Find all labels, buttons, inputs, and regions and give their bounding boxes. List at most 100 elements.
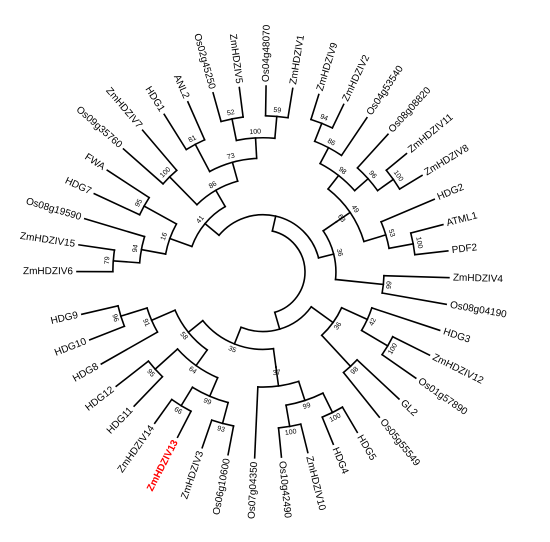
branch-os06g10600	[227, 425, 235, 456]
branch-zmhdziv7	[141, 129, 178, 172]
branch-os02g45250	[212, 91, 223, 123]
bootstrap-b2b2x: 96	[110, 313, 119, 323]
branch-a1b1	[168, 175, 199, 206]
branch-os08g19590	[83, 217, 146, 238]
branch-hdg8	[100, 330, 159, 366]
bootstrap-a1b2: 73	[226, 152, 235, 161]
bootstrap-b1b: 98	[350, 366, 361, 376]
branch-b1b	[320, 334, 352, 368]
branch-a1b2b	[254, 137, 258, 160]
branch-b2b1a	[208, 376, 219, 398]
bootstrap-b2b1a2: 66	[173, 406, 183, 416]
bootstrap-a2a1a2: 96	[367, 170, 377, 181]
branch-a	[271, 215, 277, 233]
branch-a2a1b	[362, 233, 387, 243]
leaf-label-zmhdziv7: ZmHDZIV7	[103, 86, 144, 132]
branch-anl2	[186, 100, 206, 141]
leaf-label-os10g42490: Os10g42490	[276, 461, 293, 520]
clade-arc-a2a1a	[319, 162, 356, 192]
leaf-label-hdg3: HDG3	[442, 326, 472, 345]
bootstrap-b1: 36	[333, 321, 343, 331]
bootstrap-a2a1bx: 100	[414, 236, 423, 249]
branch-os08g04190	[381, 292, 448, 306]
leaf-label-os02g45250: Os02g45250	[191, 32, 217, 91]
bootstrap-b2b1: 64	[187, 366, 197, 376]
branch-a2a1a	[326, 174, 340, 191]
clade-arc-root	[271, 230, 306, 314]
clade-arc-a1b	[195, 180, 239, 206]
branch-hdg7	[93, 192, 141, 216]
bootstrap-a2a1b: 53	[387, 229, 396, 239]
branch-b2a	[272, 347, 277, 368]
branch-hdg10	[88, 325, 126, 341]
bootstrap-a2a1a: 98	[337, 166, 348, 176]
branch-os08g08820	[356, 133, 390, 170]
leaf-label-zmhdziv4: ZmHDZIV4	[453, 272, 504, 285]
branch-a1	[203, 222, 221, 237]
leaf-label-zmhdziv9: ZmHDZIV9	[315, 41, 341, 92]
clade-arc-a1b2	[208, 157, 258, 173]
leaf-label-os07g04350: Os07g04350	[247, 461, 261, 519]
branch-hdg9	[80, 304, 119, 316]
bootstrap-a2a1: 49	[350, 204, 360, 214]
branch-a2a	[322, 220, 338, 232]
branch-b2b1a1	[221, 401, 230, 425]
branch-zmhdziv10	[299, 423, 309, 454]
leaf-label-hdg12: HDG12	[83, 384, 116, 413]
branch-b2b	[187, 319, 204, 334]
clade-arc-b2a1	[257, 380, 300, 388]
branch-os09g35760	[122, 147, 165, 185]
leaf-label-os08g19590: Os08g19590	[24, 196, 82, 223]
branch-zmhdziv1	[287, 87, 294, 119]
branch-zmhdziv12	[391, 335, 431, 357]
branch-zmhdziv2	[331, 103, 345, 130]
branch-zmhdziv5	[238, 86, 245, 118]
branch-hdg12	[115, 360, 150, 388]
branch-a2a1a1	[319, 146, 330, 165]
branch-a1a1	[140, 248, 167, 255]
bootstrap-a2a1a1: 86	[326, 138, 336, 148]
branch-a2a1a2x	[376, 178, 395, 192]
leaf-label-hdg4: HDG4	[330, 446, 351, 476]
branch-zmhdziv14	[153, 398, 173, 425]
leaf-label-hdg9: HDG9	[50, 310, 80, 327]
branch-a2a1	[335, 211, 352, 223]
branch-a1b	[214, 189, 227, 208]
branch-b2	[233, 326, 243, 345]
clade-arc-a2	[322, 229, 337, 281]
bootstrap-a1b2b: 100	[249, 128, 261, 136]
bootstrap-b2a1a2: 100	[284, 428, 297, 437]
branch-hdg5	[341, 406, 359, 434]
branch-zmhdziv9	[309, 93, 320, 121]
branch-pdf2	[413, 250, 449, 256]
bootstrap-a1a1: 94	[132, 244, 140, 253]
branch-atml1	[409, 223, 444, 235]
branch-os01g57890	[380, 353, 417, 380]
clade-arc-a2a1	[326, 187, 365, 243]
clade-arc-a1b2b	[235, 136, 276, 142]
leaf-label-zmhdziv10: ZmHDZIV10	[303, 455, 327, 512]
branch-a2a1a2	[353, 177, 370, 192]
bootstrap-a1b2b2: 59	[273, 107, 281, 115]
bootstrap-a1b: 86	[208, 180, 218, 190]
leaf-label-fwa: FWA	[83, 152, 108, 173]
bootstrap-b2b1a: 99	[202, 397, 212, 407]
branch-b1a	[340, 306, 369, 321]
leaf-label-hdg2: HDG2	[436, 182, 466, 203]
branch-os07g04350	[253, 386, 259, 459]
leaf-label-os08g08820: Os08g08820	[387, 85, 434, 135]
bootstrap-b2b1b: 95	[145, 368, 155, 379]
leaf-label-hdg1: HDG1	[143, 85, 167, 115]
bootstrap-a1a2: 95	[134, 198, 144, 208]
clade-arc-b	[240, 305, 313, 333]
leaf-label-os09g35760: Os09g35760	[74, 104, 125, 150]
bootstrap-b2a1a1: 100	[329, 412, 343, 424]
branch-b2b1a2	[180, 386, 194, 407]
branch-zmhdziv15	[78, 243, 116, 252]
bootstrap-b2b1a1: 93	[216, 425, 225, 434]
branch-a2	[317, 253, 335, 259]
branch-hdg4	[321, 416, 335, 446]
bootstrap-b2a1a: 99	[302, 402, 312, 411]
